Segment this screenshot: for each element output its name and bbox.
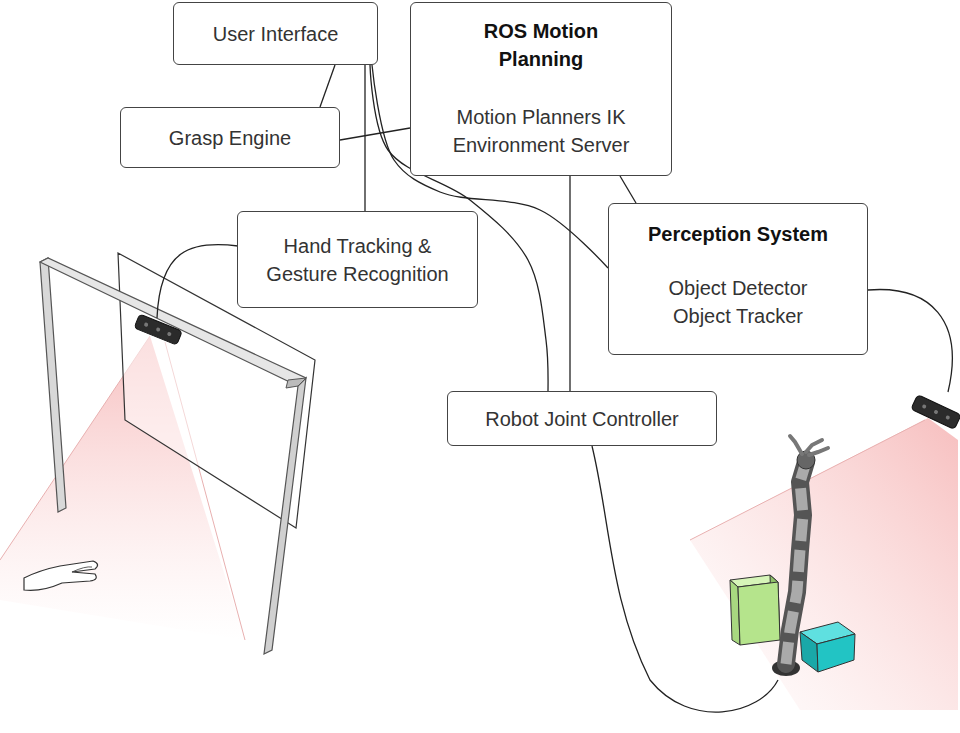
depth-camera bbox=[911, 395, 960, 430]
sensor-lens bbox=[167, 331, 172, 336]
robot-arm bbox=[786, 462, 806, 664]
camera-body bbox=[911, 395, 960, 430]
camera-lens bbox=[933, 409, 938, 414]
connector-line bbox=[569, 176, 570, 391]
finger-line bbox=[72, 567, 92, 572]
object-box-front bbox=[738, 582, 780, 645]
frame-corner bbox=[286, 378, 306, 388]
box-label: User Interface bbox=[213, 20, 339, 48]
robot-gripper bbox=[790, 436, 828, 455]
box-label: Robot Joint Controller bbox=[485, 405, 678, 433]
controller-box: Robot Joint Controller bbox=[447, 391, 717, 446]
robot-cable bbox=[592, 446, 778, 712]
connector-line bbox=[320, 65, 335, 107]
tracking-box: Hand Tracking & Gesture Recognition bbox=[237, 211, 478, 308]
box-label: Grasp Engine bbox=[169, 124, 291, 152]
box-heading: ROS Motion Planning bbox=[441, 17, 641, 73]
sensor-lens bbox=[156, 327, 161, 332]
depth-sensor bbox=[134, 314, 182, 345]
interface-box: User Interface bbox=[173, 2, 378, 65]
object-cube-front bbox=[817, 634, 855, 672]
camera-lens bbox=[922, 404, 927, 409]
camera-cable bbox=[868, 290, 952, 392]
frame-post bbox=[40, 258, 66, 512]
planning-box: ROS Motion PlanningMotion Planners IK En… bbox=[410, 2, 672, 176]
box-label: Object Detector Object Tracker bbox=[643, 274, 833, 330]
connector-line bbox=[340, 128, 410, 140]
sensor-cable bbox=[157, 245, 238, 318]
object-cube-side bbox=[800, 632, 818, 672]
box-heading: Perception System bbox=[648, 220, 828, 248]
frame-post bbox=[264, 378, 306, 654]
connector-line bbox=[364, 65, 365, 211]
connector-line bbox=[620, 176, 636, 203]
box-label: Motion Planners IK Environment Server bbox=[441, 103, 641, 159]
camera-field bbox=[690, 418, 958, 710]
sensor-body bbox=[134, 314, 182, 345]
camera-lens bbox=[945, 415, 950, 420]
robot-arm-links bbox=[786, 462, 806, 664]
grasp-box: Grasp Engine bbox=[120, 107, 340, 168]
user-hand bbox=[24, 561, 98, 590]
box-label: Hand Tracking & Gesture Recognition bbox=[258, 232, 458, 288]
sensor-lens bbox=[144, 322, 149, 327]
perception-box: Perception SystemObject Detector Object … bbox=[608, 203, 868, 355]
